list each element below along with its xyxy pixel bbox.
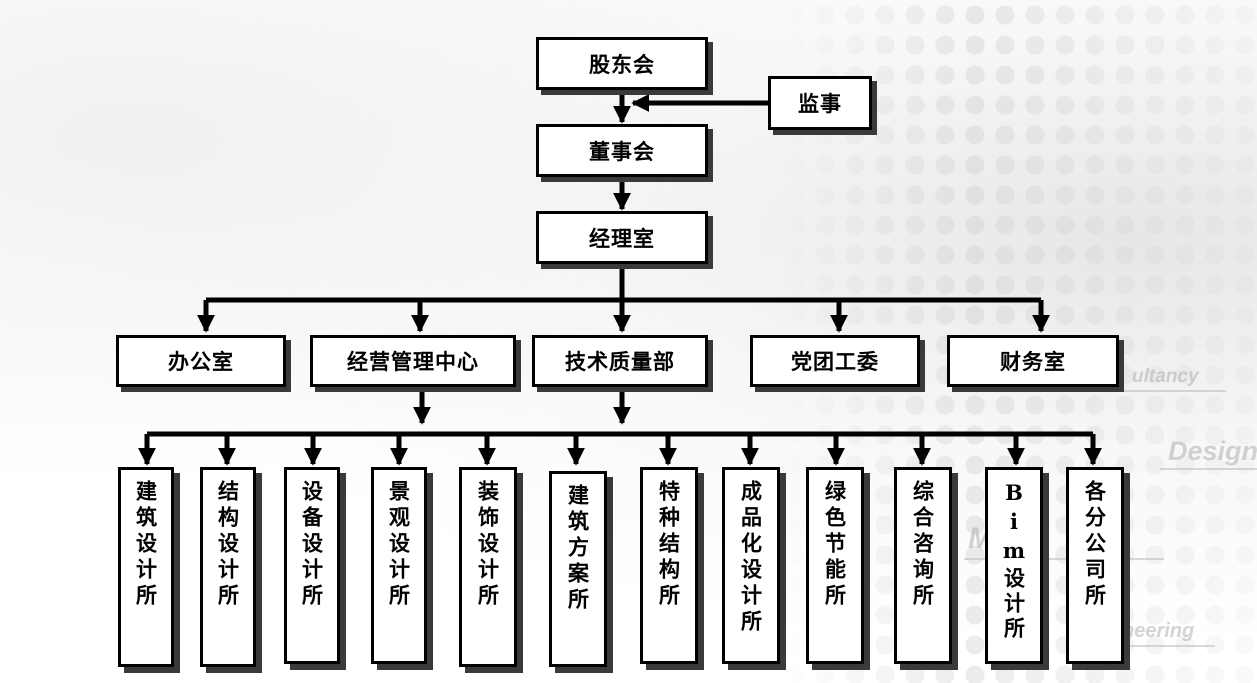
institute-landscape-design-box: 景观设计所 — [371, 467, 427, 664]
watermark-rule-1 — [1120, 390, 1226, 392]
institute-bim-design-box: Bim设计所 — [985, 467, 1043, 664]
institute-equipment-design-box: 设备设计所 — [284, 467, 340, 664]
institute-green-energy-box: 绿色节能所 — [806, 467, 864, 664]
institute-architecture-design-box: 建筑设计所 — [118, 467, 174, 667]
watermark-rule-3 — [964, 558, 1164, 560]
institute-prefab-design-box: 成品化设计所 — [722, 467, 780, 664]
watermark-text-4: neering — [1122, 620, 1195, 642]
institute-consulting-box: 综合咨询所 — [894, 467, 952, 664]
supervisor-box: 监事 — [768, 76, 872, 130]
watermark-text-2: Design — [1168, 436, 1257, 466]
board-of-directors-box: 董事会 — [536, 124, 708, 177]
watermark-rule-4 — [1105, 645, 1215, 647]
institute-structural-design-box: 结构设计所 — [200, 467, 256, 667]
department-operations-center-box: 经营管理中心 — [310, 335, 516, 387]
institute-special-structure-box: 特种结构所 — [640, 467, 698, 664]
department-party-committee-box: 党团工委 — [750, 335, 920, 387]
watermark-text-1: ultancy — [1132, 366, 1199, 387]
shareholders-meeting-box: 股东会 — [536, 37, 708, 90]
manager-office-box: 经理室 — [536, 211, 708, 264]
department-office-box: 办公室 — [116, 335, 286, 387]
institute-decoration-design-box: 装饰设计所 — [459, 467, 517, 667]
watermark-rule-2 — [1160, 468, 1257, 470]
department-tech-quality-box: 技术质量部 — [532, 335, 708, 387]
institute-branch-companies-box: 各分公司所 — [1066, 467, 1124, 664]
department-finance-box: 财务室 — [947, 335, 1119, 387]
institute-architectural-scheme-box: 建筑方案所 — [549, 471, 607, 667]
